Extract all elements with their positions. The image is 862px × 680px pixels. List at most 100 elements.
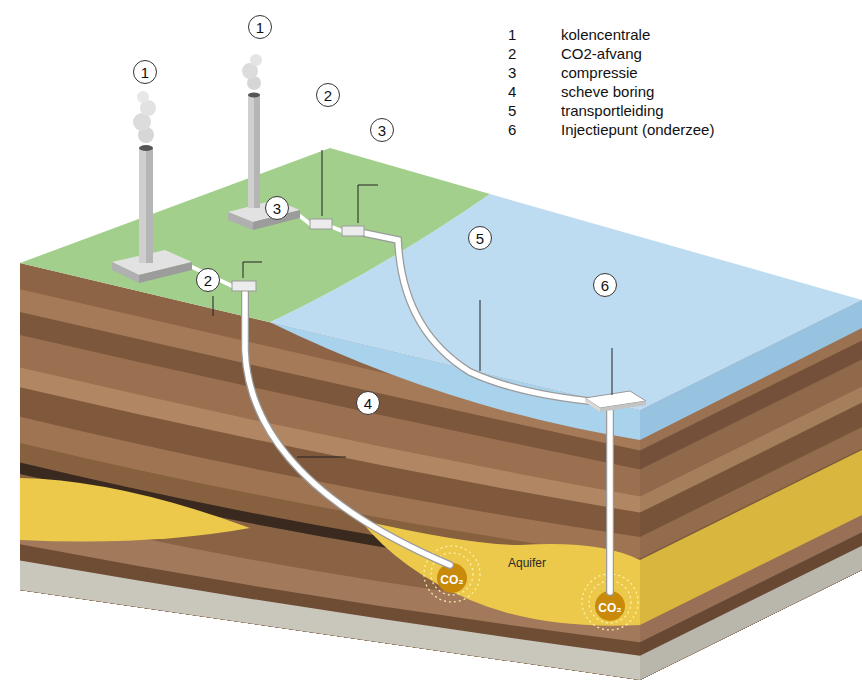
label-text: CO₂ — [440, 573, 463, 587]
pipelines — [190, 216, 610, 592]
leader-line — [213, 296, 214, 316]
key-number: 2 — [508, 45, 516, 62]
capture-unit — [310, 219, 332, 229]
label-text: 6 — [508, 121, 516, 138]
injection-platform — [585, 398, 600, 412]
rock-layers-side — [640, 427, 862, 680]
callout-number: 4 — [356, 391, 380, 415]
callout-text: 5 — [476, 231, 484, 246]
capture-unit — [232, 219, 364, 291]
label-text: Injectiepunt (onderzee) — [561, 121, 714, 138]
label-text: CO2-afvang — [561, 45, 642, 62]
power-plant — [250, 54, 262, 66]
leader-line — [480, 300, 481, 371]
label-text: transportleiding — [561, 102, 664, 119]
callout-text: 4 — [364, 396, 372, 411]
callout-text: 3 — [378, 123, 386, 138]
aquifer-layer — [640, 450, 862, 625]
co2-glow — [424, 546, 638, 630]
power-plant — [146, 148, 153, 263]
power-plant — [112, 54, 300, 283]
key-number: 6 — [508, 121, 516, 138]
power-plant — [139, 145, 153, 151]
leader-line — [322, 150, 323, 216]
label-text: 3 — [508, 64, 516, 81]
label-text: scheve boring — [561, 83, 654, 100]
pipelines — [245, 291, 450, 565]
pipelines — [607, 405, 613, 592]
power-plant — [112, 262, 139, 283]
leader-line — [297, 457, 346, 458]
key-text: Injectiepunt (onderzee) — [561, 121, 714, 138]
power-plant — [139, 148, 153, 263]
leader-line — [612, 348, 613, 395]
rock-layers-side — [640, 403, 862, 680]
capture-unit — [342, 226, 364, 236]
injection-platform — [600, 401, 646, 412]
power-plant — [248, 95, 260, 208]
callout-number: 1 — [248, 15, 272, 39]
pipelines — [364, 233, 600, 402]
callout-text: 3 — [273, 201, 281, 216]
key-number: 3 — [508, 64, 516, 81]
injection-platform — [585, 391, 646, 412]
key-number: 5 — [508, 102, 516, 119]
callout-number: 3 — [370, 118, 394, 142]
callout-text: 2 — [324, 88, 332, 103]
label-text: compressie — [561, 64, 638, 81]
key-number: 1 — [508, 26, 516, 43]
callout-number: 2 — [316, 83, 340, 107]
key-text: transportleiding — [561, 102, 664, 119]
rock-layers-side — [640, 386, 862, 680]
label-text: kolencentrale — [561, 26, 650, 43]
leader-line — [243, 262, 262, 278]
aquifer-layer — [360, 520, 640, 626]
co2-label: CO₂ — [440, 573, 463, 588]
power-plant — [248, 93, 260, 98]
callout-text: 2 — [204, 273, 212, 288]
label-text: 4 — [508, 83, 516, 100]
callout-number: 5 — [468, 226, 492, 250]
pipelines — [606, 405, 614, 592]
callout-number: 3 — [265, 196, 289, 220]
power-plant — [254, 95, 260, 208]
key-text: CO2-afvang — [561, 45, 642, 62]
power-plant — [228, 212, 253, 230]
rock-layers-front — [20, 387, 640, 680]
key-text: scheve boring — [561, 83, 654, 100]
aquifer-label: Aquifer — [508, 556, 546, 571]
callout-text: 6 — [601, 278, 609, 293]
callout-number: 6 — [593, 273, 617, 297]
aquifer-layer — [20, 450, 862, 626]
sea-water — [270, 194, 862, 440]
rock-layers-front — [20, 474, 640, 680]
pipelines — [364, 233, 600, 402]
label-text: 2 — [508, 45, 516, 62]
sea-water — [270, 194, 862, 410]
callout-number: 2 — [196, 268, 220, 292]
rock-layers-side — [640, 449, 862, 680]
pipelines — [300, 216, 342, 231]
leader-line — [358, 185, 378, 223]
aquifer-layer — [20, 478, 250, 542]
rock-layers-front — [20, 443, 640, 680]
key-number: 4 — [508, 83, 516, 100]
rock-layers-front — [20, 417, 640, 680]
key-text: compressie — [561, 64, 638, 81]
label-text: 5 — [508, 102, 516, 119]
pipelines — [245, 291, 450, 565]
co2-label: CO₂ — [598, 601, 621, 616]
label-text: Aquifer — [508, 556, 546, 570]
key-text: kolencentrale — [561, 26, 650, 43]
power-plant — [139, 262, 192, 283]
power-plant — [137, 91, 149, 103]
label-text: CO₂ — [598, 601, 621, 615]
callout-text: 1 — [141, 65, 149, 80]
callout-number: 1 — [133, 60, 157, 84]
capture-unit — [232, 281, 256, 291]
label-text: 1 — [508, 26, 516, 43]
leader-line — [213, 150, 612, 457]
callout-text: 1 — [256, 20, 264, 35]
